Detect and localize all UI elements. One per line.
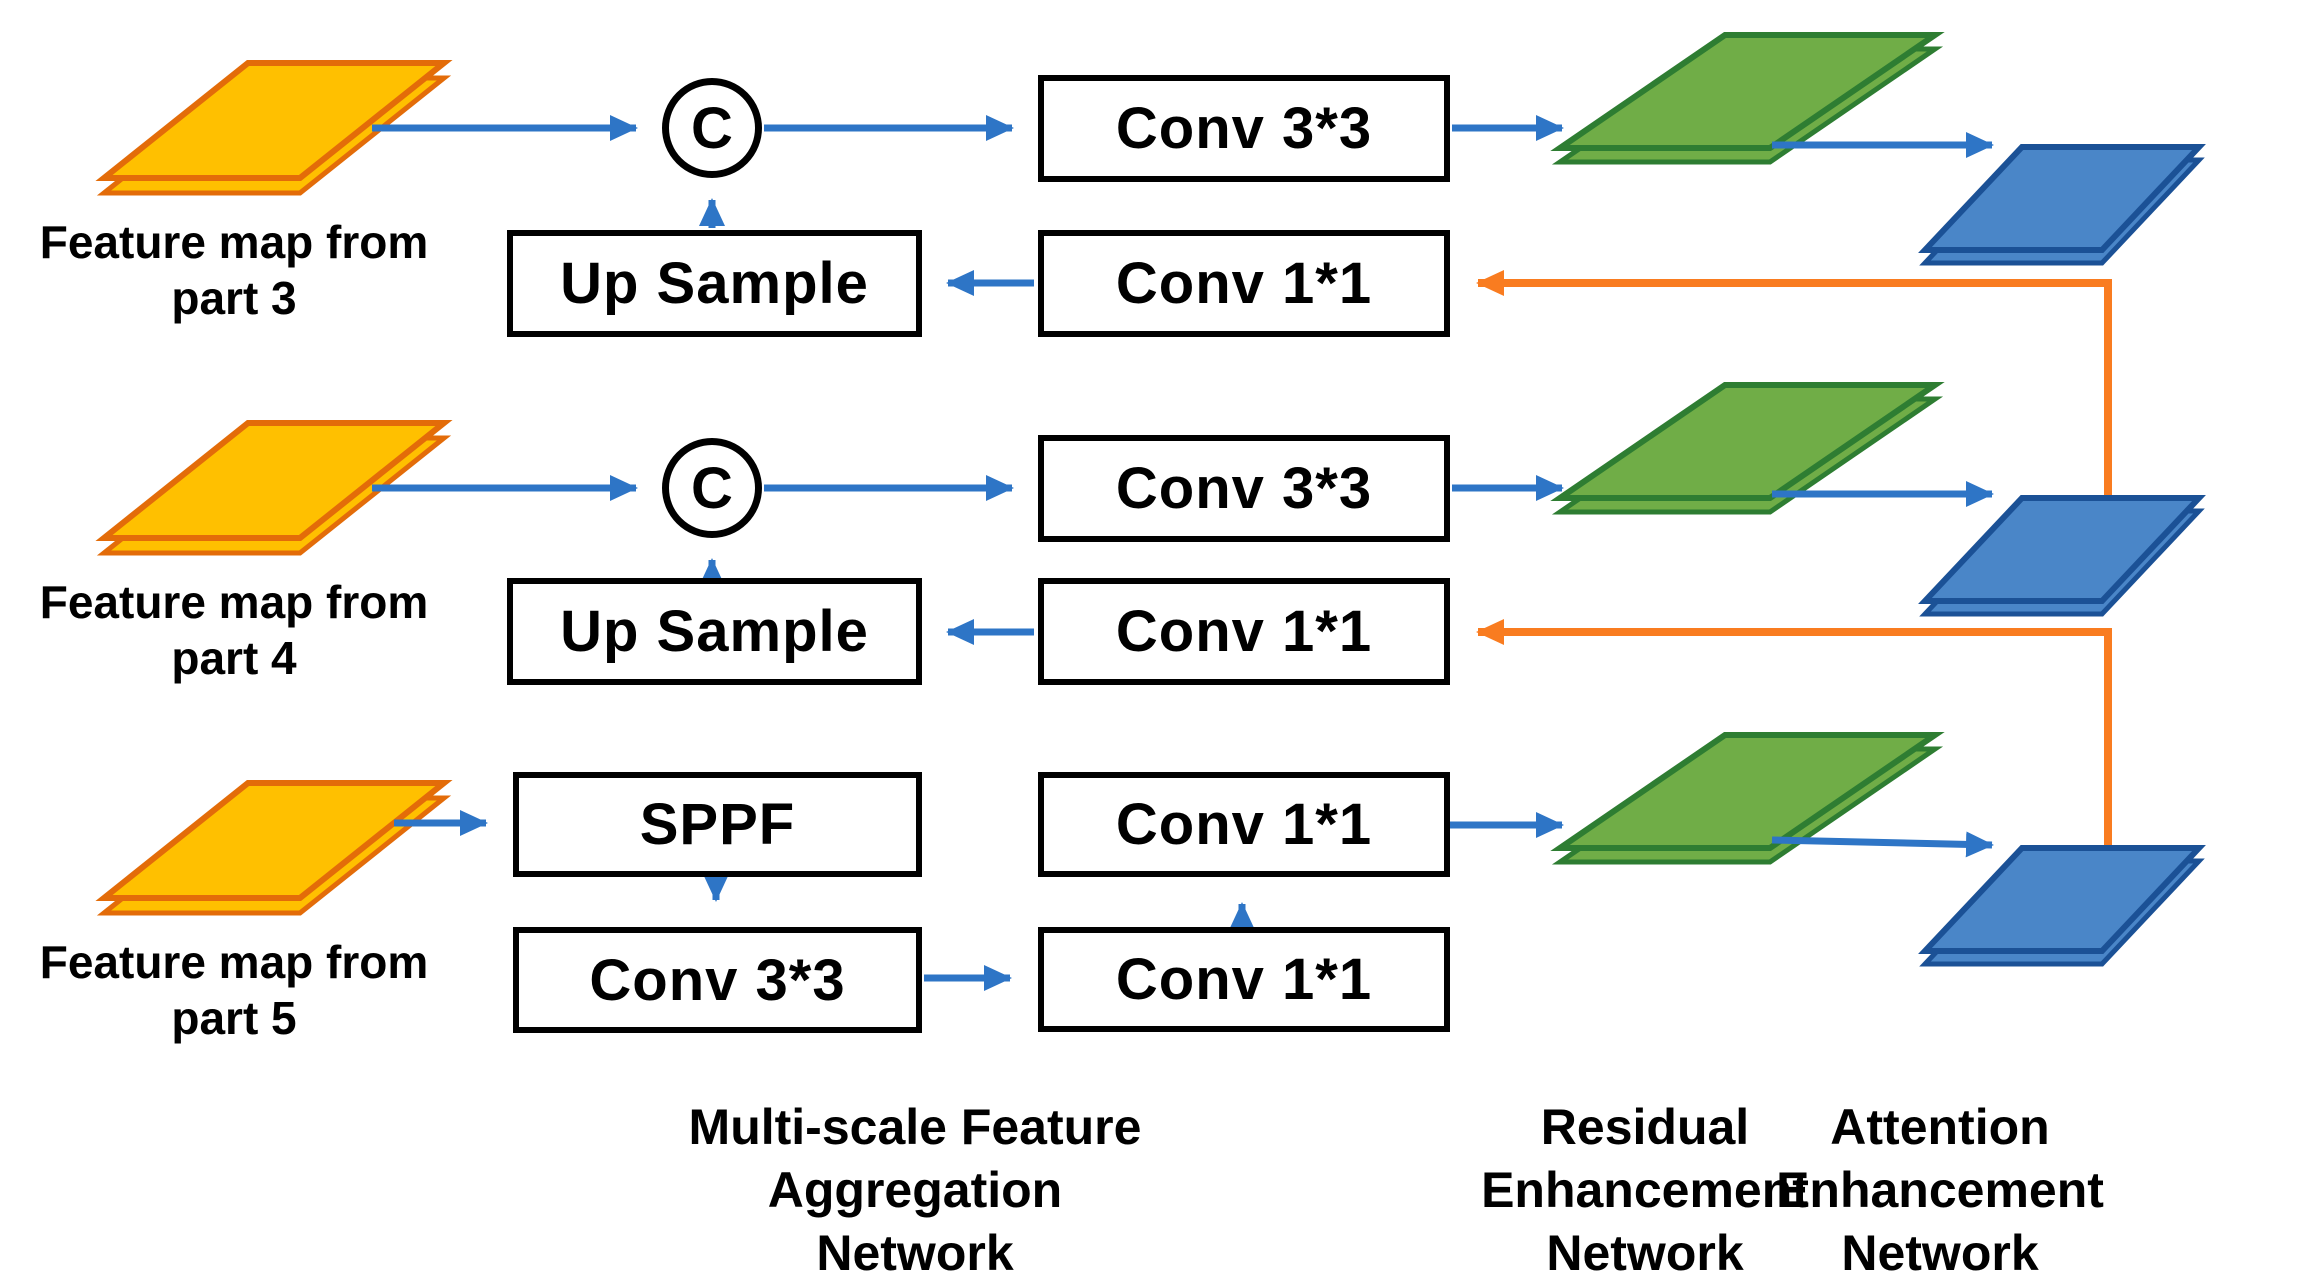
arrow-attention2-to-conv11-row1 <box>1476 270 2112 495</box>
aggregation-network-label: Multi-scale Feature Aggregation Network <box>665 1096 1165 1273</box>
conv11-box-row2-label: Conv 1*1 <box>1115 599 1373 664</box>
residual-network-label-line2: Enhancement <box>1481 1162 1809 1218</box>
conv11-box-row1-label: Conv 1*1 <box>1115 251 1373 316</box>
aggregation-network-label-line3: Network <box>816 1225 1014 1273</box>
residual-output-map-1-face <box>1550 32 1945 151</box>
upsample-box-row2-label: Up Sample <box>560 599 869 664</box>
conv11-box-row3-bottom: Conv 1*1 <box>1038 927 1450 1032</box>
conv33-box-row3: Conv 3*3 <box>513 927 922 1033</box>
residual-output-map-2-face <box>1550 382 1945 501</box>
feature-map-part3-label: Feature map from part 3 <box>0 214 474 326</box>
conv33-box-row3-label: Conv 3*3 <box>589 947 846 1013</box>
conv11-box-row3-top: Conv 1*1 <box>1038 772 1450 877</box>
upsample-box-row2: Up Sample <box>507 578 922 685</box>
attention-network-label-line2: Enhancement <box>1776 1162 2104 1218</box>
feature-map-part4-face <box>95 420 453 541</box>
residual-output-map-3-face <box>1550 732 1945 851</box>
feature-map-part5-label-line1: Feature map from <box>39 936 429 988</box>
feature-map-part3-label-line1: Feature map from <box>39 216 429 268</box>
attention-output-map-3-face <box>1918 845 2206 954</box>
upsample-box-row1: Up Sample <box>507 230 922 337</box>
feature-map-part4-label-line2: part 4 <box>171 632 297 684</box>
conv33-box-row1: Conv 3*3 <box>1038 75 1450 182</box>
residual-network-label: Residual Enhancement Network <box>1425 1096 1865 1273</box>
feature-map-part3-face <box>95 60 453 181</box>
concat-node-row2: C <box>662 438 762 538</box>
conv11-box-row3-bottom-label: Conv 1*1 <box>1115 947 1373 1012</box>
residual-network-label-line1: Residual <box>1540 1099 1750 1155</box>
attention-output-map-2 <box>1918 495 2206 617</box>
arrow-residual3-to-attention3 <box>1771 831 1994 858</box>
feature-map-part4-label-line1: Feature map from <box>39 576 429 628</box>
aggregation-network-label-line1: Multi-scale Feature <box>688 1099 1142 1155</box>
concat-node-row2-label: C <box>691 455 733 521</box>
residual-network-label-line3: Network <box>1546 1225 1744 1273</box>
concat-node-row1: C <box>662 78 762 178</box>
residual-output-map-3 <box>1550 732 1945 865</box>
residual-output-map-1 <box>1550 32 1945 165</box>
feature-map-part5-shape <box>95 780 453 916</box>
feature-map-part5-face <box>95 780 453 901</box>
feature-map-part4-shape <box>95 420 453 556</box>
conv33-box-row2: Conv 3*3 <box>1038 435 1450 542</box>
residual-output-map-2 <box>1550 382 1945 515</box>
conv33-box-row1-label: Conv 3*3 <box>1115 96 1373 161</box>
feature-map-part3-shape <box>95 60 453 196</box>
attention-network-label: Attention Enhancement Network <box>1720 1096 2160 1273</box>
sppf-box: SPPF <box>513 772 922 877</box>
concat-node-row1-label: C <box>691 95 733 161</box>
attention-network-label-line3: Network <box>1841 1225 2039 1273</box>
aggregation-network-label-line2: Aggregation <box>767 1162 1063 1218</box>
feature-map-part5-label: Feature map from part 5 <box>0 934 474 1046</box>
conv33-box-row2-label: Conv 3*3 <box>1115 456 1373 521</box>
feature-map-part3-label-line2: part 3 <box>171 272 297 324</box>
upsample-box-row1-label: Up Sample <box>560 251 869 316</box>
attention-output-map-1-face <box>1918 144 2206 253</box>
conv11-box-row1: Conv 1*1 <box>1038 230 1450 337</box>
attention-output-map-1 <box>1918 144 2206 266</box>
attention-output-map-3 <box>1918 845 2206 967</box>
attention-output-map-2-face <box>1918 495 2206 604</box>
arrow-attention3-to-conv11-row2 <box>1476 619 2112 845</box>
conv11-box-row3-top-label: Conv 1*1 <box>1115 792 1373 857</box>
sppf-box-label: SPPF <box>639 792 796 857</box>
feature-map-part4-label: Feature map from part 4 <box>0 574 474 686</box>
feature-map-part5-label-line2: part 5 <box>171 992 297 1044</box>
attention-network-label-line1: Attention <box>1830 1099 2050 1155</box>
conv11-box-row2: Conv 1*1 <box>1038 578 1450 685</box>
